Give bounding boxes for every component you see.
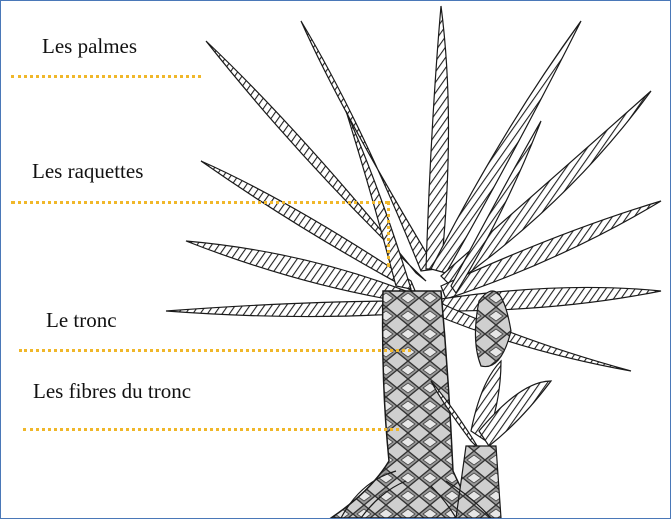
label-palmes: Les palmes <box>42 34 137 59</box>
leader-line-fibres <box>23 428 399 431</box>
leader-line-palmes <box>11 75 201 78</box>
leader-line-raquettes-vertical <box>387 201 390 267</box>
label-tronc: Le tronc <box>46 308 117 333</box>
label-raquettes: Les raquettes <box>32 159 143 184</box>
trunk <box>331 291 481 518</box>
label-fibres: Les fibres du tronc <box>33 379 191 404</box>
leader-line-tronc <box>19 349 411 352</box>
leader-line-raquettes <box>11 201 389 204</box>
